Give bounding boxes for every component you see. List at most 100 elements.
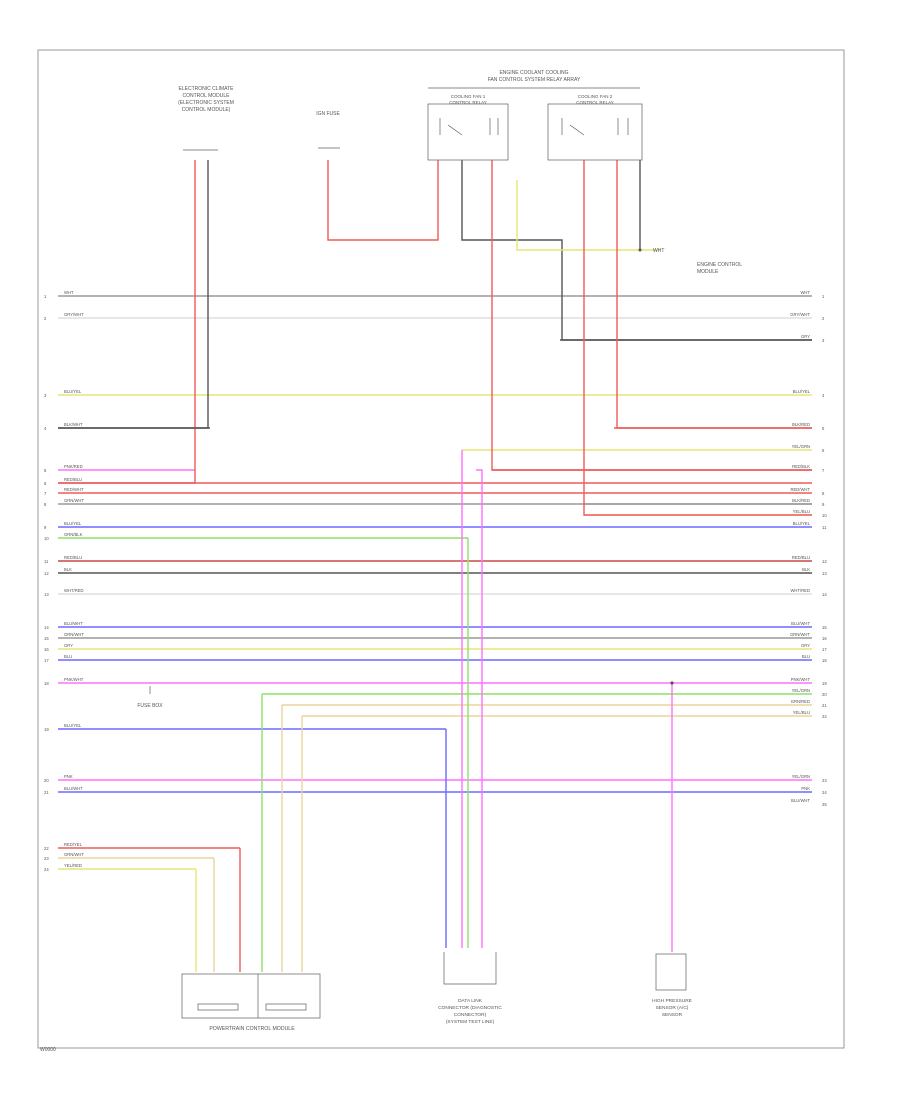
relay1-out-wire	[491, 160, 812, 471]
fuse-block-label: FUSE BOX	[137, 703, 163, 709]
left-wire-label: GRN/WHT	[64, 852, 84, 857]
right-wire-number: 17	[822, 647, 827, 652]
right-wire-number: 13	[822, 571, 827, 576]
relay1-label-1: COOLING FAN 1	[451, 94, 486, 99]
left-wire-number: 23	[44, 856, 49, 861]
right-wire-label: WHT	[800, 290, 810, 295]
left-wire-label: BLU/YEL	[64, 521, 82, 526]
right-wire-label: GRY	[801, 334, 810, 339]
ecm-red-wire	[58, 160, 196, 484]
left-wire-label: GRY/WHT	[64, 312, 84, 317]
right-wire-label: GRN/WHT	[790, 632, 810, 637]
relay2-label-1: COOLING FAN 2	[578, 94, 613, 99]
ac-sensor-box[interactable]	[655, 953, 687, 991]
right-wire-number: 1	[822, 294, 825, 299]
ground-point-component[interactable]: WHT ENGINE CONTROL MODULE	[638, 248, 743, 275]
left-wire-number: 5	[44, 468, 47, 473]
fuse-block-component[interactable]: FUSE BOX	[137, 686, 163, 709]
relay1-box[interactable]	[427, 103, 509, 161]
right-wire-number: 10	[822, 513, 827, 518]
ac-sensor-label-3: SENSOR	[662, 1012, 683, 1018]
right-wire-number: 15	[822, 625, 827, 630]
fuse-relay-wire	[327, 160, 439, 241]
right-wire-label: RED/BLU	[792, 555, 810, 560]
relay2-out-wire	[583, 160, 812, 516]
right-wire-number: 25	[822, 802, 827, 807]
left-wire-label: GRN/WHT	[64, 498, 84, 503]
left-wire-label: GRY	[64, 643, 73, 648]
left-wire-number: 21	[44, 790, 49, 795]
left-wire-number: 1	[44, 294, 47, 299]
right-wire-number: 5	[822, 426, 825, 431]
right-wire-number: 22	[822, 714, 827, 719]
right-wire-label: BLU/WHT	[791, 621, 810, 626]
pcm-connector-1	[197, 1003, 239, 1011]
left-wire-label: RED/BLU	[64, 555, 82, 560]
left-wire-label: RED/YEL	[64, 842, 83, 847]
pcm-connector-2	[265, 1003, 307, 1011]
left-wire-number: 17	[44, 658, 49, 663]
left-wire-number: 7	[44, 491, 47, 496]
relay-signal-wire	[516, 180, 660, 251]
relay2-box[interactable]	[547, 103, 643, 161]
wire-layer	[58, 160, 812, 972]
left-wire-number: 13	[44, 592, 49, 597]
left-wire-label: BLU/YEL	[64, 389, 82, 394]
right-wire-number: 9	[822, 502, 825, 507]
right-wire-label: PNK	[801, 786, 810, 791]
right-wire-label: WHT/RED	[790, 588, 810, 593]
right-wire-label: BLU/YEL	[793, 521, 811, 526]
relay-group-label-1: ENGINE COOLANT COOLING	[499, 70, 568, 76]
right-wire-label: GRY/WHT	[790, 312, 810, 317]
pcm-component[interactable]: POWERTRAIN CONTROL MODULE	[181, 973, 321, 1032]
ecm-black-wire	[58, 160, 209, 429]
right-wire-number: 16	[822, 636, 827, 641]
left-wire-number: 18	[44, 681, 49, 686]
relay-ground-wire	[461, 160, 812, 341]
right-wire-label: YEL/GRN	[792, 774, 810, 779]
right-wire-number: 14	[822, 592, 827, 597]
left-wire-label: GRN/WHT	[64, 632, 84, 637]
relay-group-label-2: FAN CONTROL SYSTEM RELAY ARRAY	[488, 77, 581, 83]
left-wire-label: YEL/RED	[64, 863, 82, 868]
dlc-component[interactable]: DATA LINK CONNECTOR (DIAGNOSTIC CONNECTO…	[438, 952, 502, 1025]
ac-sensor-component[interactable]: HIGH PRESSURE SENSOR (A/C) SENSOR	[652, 953, 692, 1018]
right-wire-number: 20	[822, 692, 827, 697]
relay-group-component[interactable]: ENGINE COOLANT COOLING FAN CONTROL SYSTE…	[427, 70, 643, 161]
relay1-label-2: CONTROL RELAY	[449, 100, 487, 105]
left-wire-number: 3	[44, 393, 47, 398]
left-wire-number: 14	[44, 625, 49, 630]
ecm-top-label-1: ELECTRONIC CLIMATE	[179, 86, 235, 92]
left-wire-label: BLU/WHT	[64, 621, 83, 626]
left-wire-number: 15	[44, 636, 49, 641]
left-wire-number: 24	[44, 867, 49, 872]
right-wire-label: BLU/YEL	[793, 389, 811, 394]
left-wire-number: 22	[44, 846, 49, 851]
sensor-splice-dot	[670, 681, 674, 685]
left-wire-label: BLU/WHT	[64, 786, 83, 791]
dlc-label-2: CONNECTOR (DIAGNOSTIC	[438, 1005, 502, 1011]
right-wire-number: 18	[822, 658, 827, 663]
relay2-label-2: CONTROL RELAY	[576, 100, 614, 105]
fuse-top-label: IGN FUSE	[316, 111, 340, 117]
right-wire-label: RED/WHT	[790, 487, 810, 492]
right-wire-label: YEL/GRN	[792, 688, 810, 693]
ecm-top-label-4: CONTROL MODULE)	[182, 107, 231, 113]
right-wire-label: BLK	[802, 567, 810, 572]
left-wire-number: 16	[44, 647, 49, 652]
right-wire-number: 11	[822, 525, 827, 530]
fuse-top-component[interactable]: IGN FUSE	[316, 111, 340, 149]
left-wire-number: 19	[44, 727, 49, 732]
ecm-top-label-3: (ELECTRONIC SYSTEM	[178, 100, 234, 106]
ecm-top-component[interactable]: ELECTRONIC CLIMATE CONTROL MODULE (ELECT…	[178, 86, 235, 151]
right-wire-number: 8	[822, 491, 825, 496]
left-wire-label: BLU	[64, 654, 72, 659]
left-wire-label: PNK/WHT	[64, 677, 84, 682]
right-wire-number: 24	[822, 790, 827, 795]
right-wire-number: 7	[822, 468, 825, 473]
left-wire-label: RED/WHT	[64, 487, 84, 492]
right-wire-number: 3	[822, 338, 825, 343]
relay2-b-wire	[616, 160, 812, 429]
pcm-box[interactable]	[181, 973, 321, 1019]
